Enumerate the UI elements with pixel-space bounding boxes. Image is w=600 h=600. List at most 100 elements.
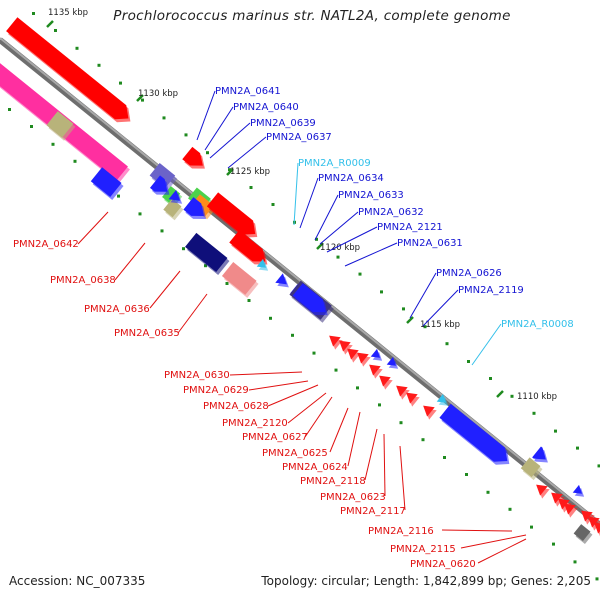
gene-red-small	[558, 498, 570, 510]
tick-mark	[597, 464, 600, 468]
leader-line	[299, 177, 319, 229]
gene-PMN2A_0636	[185, 232, 228, 273]
gene-label-PMN2A_0641: PMN2A_0641	[215, 86, 281, 97]
tick-mark	[312, 351, 316, 355]
gene-red-small	[369, 364, 381, 376]
tick-mark	[141, 98, 144, 102]
tick-mark	[291, 333, 294, 337]
tick-mark	[532, 411, 536, 415]
gene-PMN2A_0638	[206, 192, 256, 235]
leader-line	[227, 136, 267, 169]
leader-line	[383, 433, 386, 497]
gene-label-PMN2A_0638: PMN2A_0638	[50, 275, 116, 286]
leader-line	[114, 242, 146, 281]
tick-label: 1120 kbp	[320, 243, 360, 253]
leader-line	[319, 211, 359, 245]
tick-mark	[530, 525, 533, 529]
leader-line	[209, 122, 251, 159]
tick-mark	[554, 429, 557, 433]
gene-blue-small	[532, 446, 546, 460]
leader-line	[229, 371, 303, 376]
tick-mark	[465, 473, 468, 476]
leader-line	[149, 270, 181, 309]
gene-label-PMN2A_R0008: PMN2A_R0008	[501, 319, 574, 330]
gene-red-small	[379, 375, 391, 387]
tick-mark	[443, 456, 446, 459]
gene-olive	[46, 111, 74, 138]
tick-mark	[225, 282, 229, 285]
leader-line	[422, 289, 459, 327]
gene-labels: PMN2A_0641PMN2A_0640PMN2A_0639PMN2A_0637…	[13, 86, 574, 570]
map-title: Prochlorococcus marinus str. NATL2A, com…	[113, 8, 511, 24]
leader-line	[314, 194, 339, 241]
gene-label-PMN2A_2121: PMN2A_2121	[377, 222, 443, 233]
major-tick	[316, 242, 324, 250]
tick-mark	[249, 186, 253, 189]
leader-line	[399, 445, 406, 511]
gene-blue-2	[168, 189, 181, 201]
gene-olive-2	[520, 457, 541, 478]
gene-blue-tiny	[572, 484, 583, 494]
tick-mark	[160, 229, 164, 233]
leader-line	[409, 272, 437, 319]
tick-mark	[228, 168, 231, 172]
leader-line	[364, 428, 378, 481]
leader-line	[471, 323, 502, 366]
gene-red-small	[564, 503, 576, 515]
gene-blue-1	[149, 175, 168, 192]
tick-mark	[486, 490, 490, 494]
tick-label: 1135 kbp	[48, 8, 88, 18]
leader-line	[196, 90, 216, 141]
leader-line	[267, 384, 319, 407]
gene-label-PMN2A_R0009: PMN2A_R0009	[298, 158, 371, 169]
tick-mark	[162, 116, 166, 120]
gene-label-PMN2A_2117: PMN2A_2117	[340, 506, 406, 517]
gene-label-PMN2A_0625: PMN2A_0625	[262, 448, 328, 459]
tick-mark	[184, 133, 188, 137]
gene-label-PMN2A_0634: PMN2A_0634	[318, 173, 384, 184]
tick-mark	[247, 299, 251, 302]
major-tick	[406, 316, 414, 324]
gene-label-PMN2A_0642: PMN2A_0642	[13, 239, 79, 250]
gene-PMN2A_0641	[149, 163, 176, 189]
tick-label: 1125 kbp	[230, 167, 270, 177]
leader-line	[248, 380, 309, 391]
tick-mark	[336, 255, 340, 259]
tick-mark	[421, 438, 425, 442]
leader-line	[177, 293, 208, 334]
tick-mark	[508, 507, 512, 511]
tick-mark	[378, 403, 381, 407]
gene-label-PMN2A_0631: PMN2A_0631	[397, 238, 463, 249]
gene-gray	[573, 524, 591, 541]
gene-label-PMN2A_0640: PMN2A_0640	[233, 102, 299, 113]
tick-mark	[358, 272, 362, 276]
tick-label: 1130 kbp	[138, 89, 178, 99]
tick-mark	[119, 81, 122, 85]
gene-label-PMN2A_0628: PMN2A_0628	[203, 401, 269, 412]
tick-mark	[489, 377, 492, 380]
gene-orange	[191, 194, 214, 217]
leader-line	[329, 407, 349, 453]
tick-mark	[445, 342, 449, 346]
gene-label-PMN2A_2120: PMN2A_2120	[222, 418, 288, 429]
major-tick	[136, 94, 144, 102]
gene-PMN2A_0634	[275, 273, 287, 285]
tick-mark	[423, 325, 427, 329]
tick-label: 1115 kbp	[420, 320, 460, 330]
tick-mark	[356, 386, 359, 390]
gene-PMN2A_0639	[163, 198, 182, 218]
tick-mark	[30, 125, 33, 128]
gene-red-small	[347, 348, 359, 360]
gene-label-PMN2A_0626: PMN2A_0626	[436, 268, 502, 279]
gene-red-small	[357, 352, 369, 364]
gene-red-small	[551, 492, 563, 504]
gene-label-PMN2A_0624: PMN2A_0624	[282, 462, 348, 473]
tick-mark	[510, 394, 514, 398]
gene-PMN2A_2119	[386, 356, 397, 366]
gene-label-PMN2A_0627: PMN2A_0627	[242, 432, 308, 443]
leader-line	[326, 226, 378, 253]
gene-blue-long	[439, 403, 508, 462]
axis-ticks: 1135 kbp 1130 kbp 1125 kbp 1120 kbp 1115 kbp…	[8, 8, 600, 581]
tick-mark	[402, 307, 405, 311]
